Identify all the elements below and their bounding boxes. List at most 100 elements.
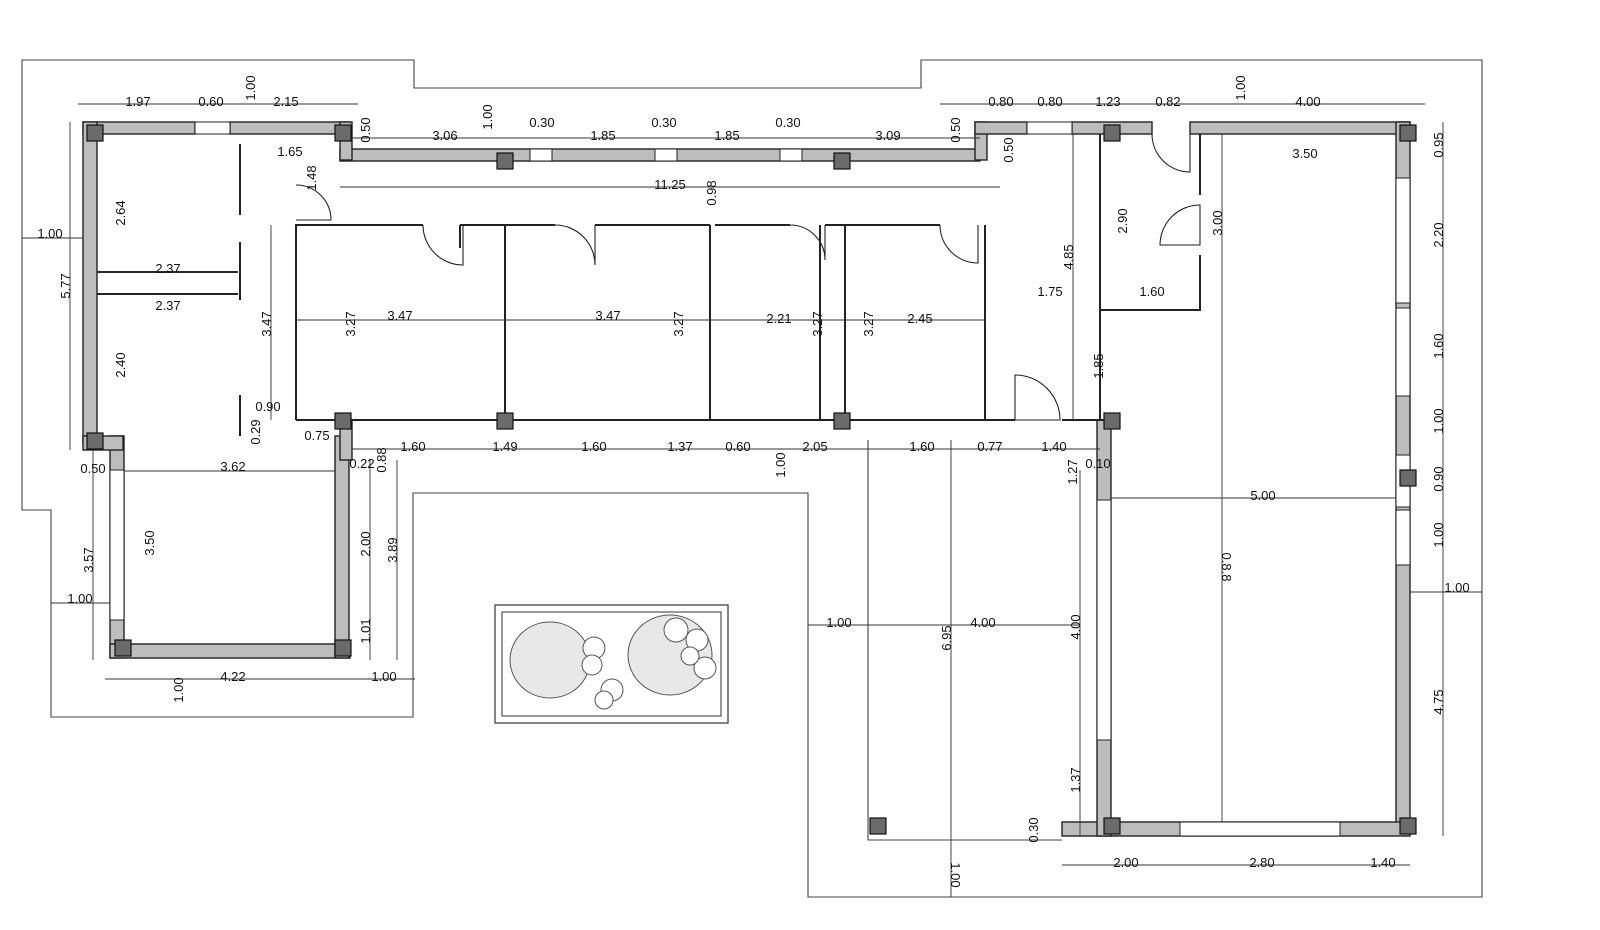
dimension-label: 3.27 [810,311,825,336]
dimension-label: 0.95 [1431,132,1446,157]
dimension-label: 0.75 [304,428,329,443]
dimension-label: 0.50 [80,461,105,476]
dimension-label: 3.27 [671,311,686,336]
dimension-label: 1.00 [171,677,186,702]
dimension-label: 0.60 [725,439,750,454]
site-boundary [21,59,1483,898]
dimension-label: 2.00 [358,531,373,556]
dimension-label: 0.30 [651,115,676,130]
dimension-label: 1.37 [667,439,692,454]
dimension-label: 0.98 [704,180,719,205]
dimension-label: 1.00 [826,615,851,630]
dimension-label: 0.8.8 [1219,553,1234,582]
dimension-label: 4.00 [970,615,995,630]
dimension-label: 0.90 [1431,466,1446,491]
dimension-label: 1.00 [37,226,62,241]
columns [86,124,1417,835]
dimension-label: 3.47 [259,311,274,336]
planter [494,604,729,724]
dimension-label: 0.82 [1155,94,1180,109]
dimension-label: 1.60 [400,439,425,454]
dimension-label: 3.27 [343,311,358,336]
dimension-label: 3.62 [220,459,245,474]
dimension-label: 2.45 [907,311,932,326]
dimension-label: 3.06 [432,128,457,143]
dimension-label: 2.05 [802,439,827,454]
dimension-label: 0.80 [988,94,1013,109]
dimension-label: 1.00 [371,669,396,684]
doors [295,133,1201,421]
dimension-label: 2.64 [113,200,128,225]
dimension-label: 0.80 [1037,94,1062,109]
dimension-label: 1.60 [1139,284,1164,299]
dimension-label: 11.25 [654,177,686,192]
dimension-label: 1.23 [1095,94,1120,109]
dimension-label: 0.50 [948,117,963,142]
dimension-label: 0.60 [198,94,223,109]
dimension-label: 1.49 [492,439,517,454]
dimension-label: 1.40 [1370,855,1395,870]
dimension-label: 1.37 [1068,767,1083,792]
dimension-label: 3.00 [1210,210,1225,235]
terrace-outline [867,440,1062,841]
dimension-labels: 1.97 0.60 2.15 1.00 1.00 1.00 0.50 3.06 0.30 1.85… [37,75,1469,887]
dimension-label: 5.77 [58,273,73,298]
dimension-label: 1.01 [358,618,373,643]
dimension-label: 3.89 [385,537,400,562]
dimension-label: 5.00 [1250,488,1275,503]
dimension-label: 4.22 [220,669,245,684]
dimension-label: 4.75 [1431,689,1446,714]
dimension-label: 0.50 [358,117,373,142]
dimension-label: 6.95 [939,625,954,650]
dimension-label: 1.00 [773,452,788,477]
dimension-label: 1.75 [1037,284,1062,299]
dimension-label: 3.47 [595,308,620,323]
dimension-label: 1.40 [1041,439,1066,454]
dimension-label: 1.65 [277,144,302,159]
dimension-label: 0.77 [977,439,1002,454]
dimension-label: 0.90 [255,399,280,414]
dimension-label: 0.22 [349,456,374,471]
dimension-label: 1.48 [304,165,319,190]
dimension-label: 2.00 [1113,855,1138,870]
dimension-label: 0.30 [1026,817,1041,842]
dimension-label: 1.00 [1444,580,1469,595]
dimension-label: 1.00 [1431,522,1446,547]
dimension-label: 4.00 [1295,94,1320,109]
dimension-label: 2.37 [155,298,180,313]
dimension-label: 3.47 [387,308,412,323]
dimension-label: 0.30 [775,115,800,130]
dimension-label: 1.60 [909,439,934,454]
dimension-lines [22,103,1482,897]
dimension-label: 2.15 [273,94,298,109]
dimension-label: 3.27 [861,311,876,336]
dimension-label: 1.85 [590,128,615,143]
dimension-label: 1.00 [948,862,963,887]
dimension-label: 1.00 [67,591,92,606]
dimension-label: 2.21 [766,311,791,326]
dimension-label: 4.85 [1061,244,1076,269]
dimension-label: 1.85 [1091,353,1106,378]
dimension-label: 1.27 [1065,459,1080,484]
dimension-label: 2.20 [1431,222,1446,247]
dimension-label: 4.00 [1068,614,1083,639]
dimension-label: 2.90 [1115,208,1130,233]
dimension-label: 1.97 [125,94,150,109]
dimension-label: 1.60 [1431,333,1446,358]
dimension-label: 1.00 [1233,75,1248,100]
dimension-label: 2.40 [113,352,128,377]
dimension-label: 3.09 [875,128,900,143]
dimension-label: 1.00 [1431,408,1446,433]
dimension-label: 3.57 [81,547,96,572]
dimension-label: 1.85 [714,128,739,143]
dimension-label: 2.37 [155,261,180,276]
dimension-label: 0.50 [1001,137,1016,162]
dimension-label: 1.60 [581,439,606,454]
dimension-label: 1.00 [480,104,495,129]
dimension-label: 3.50 [142,530,157,555]
dimension-label: 0.29 [248,419,263,444]
dimension-label: 1.00 [243,75,258,100]
dimension-label: 3.50 [1292,146,1317,161]
interior-walls [97,134,1201,436]
